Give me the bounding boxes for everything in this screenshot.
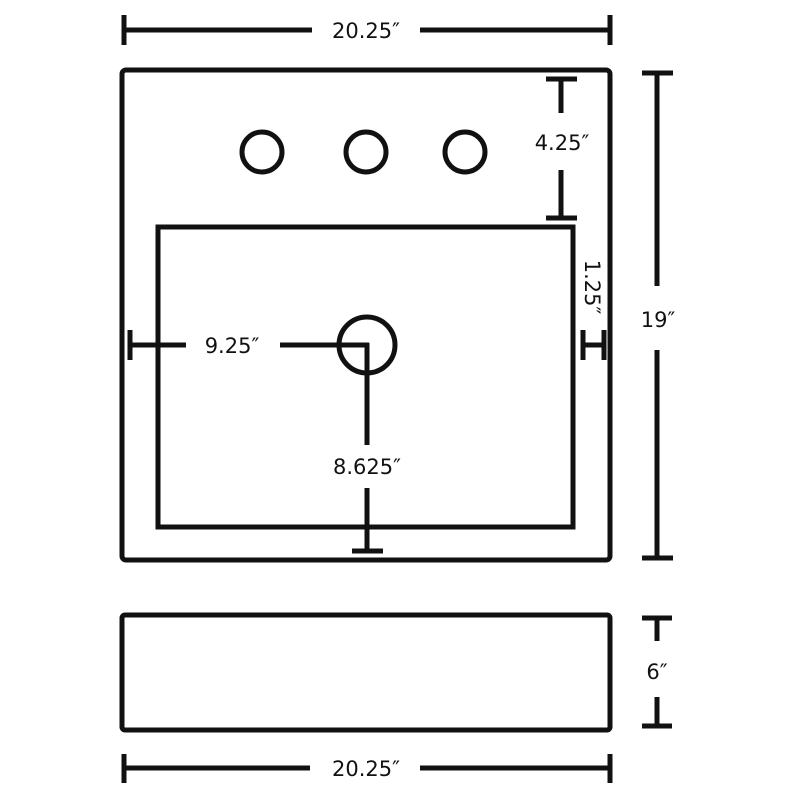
height-label: 6″ (646, 660, 667, 684)
depth-label: 19″ (641, 308, 676, 332)
drain-front-dimension: 8.625″ (333, 343, 401, 554)
faucet-hole-center (343, 129, 389, 175)
bottom-width-dimension: 20.25″ (121, 754, 613, 783)
drain-left-dimension: 9.25″ (127, 330, 369, 360)
sink-top-outline (119, 67, 613, 563)
top-width-dimension: 20.25″ (121, 15, 613, 45)
bottom-width-label: 20.25″ (332, 757, 400, 781)
faucet-hole-right (442, 129, 488, 175)
top-width-label: 20.25″ (332, 19, 400, 43)
faucet-hole-left (239, 129, 285, 175)
drain-left-label: 9.25″ (205, 334, 260, 358)
sink-side-outline (119, 612, 613, 733)
height-dimension: 6″ (642, 615, 672, 729)
faucet-offset-label: 4.25″ (535, 131, 590, 155)
depth-dimension: 19″ (641, 70, 676, 561)
basin-margin-label: 1.25″ (580, 260, 604, 315)
basin-margin-dimension: 1.25″ (580, 260, 607, 360)
drain-front-label: 8.625″ (333, 455, 401, 479)
faucet-offset-dimension: 4.25″ (535, 76, 590, 221)
